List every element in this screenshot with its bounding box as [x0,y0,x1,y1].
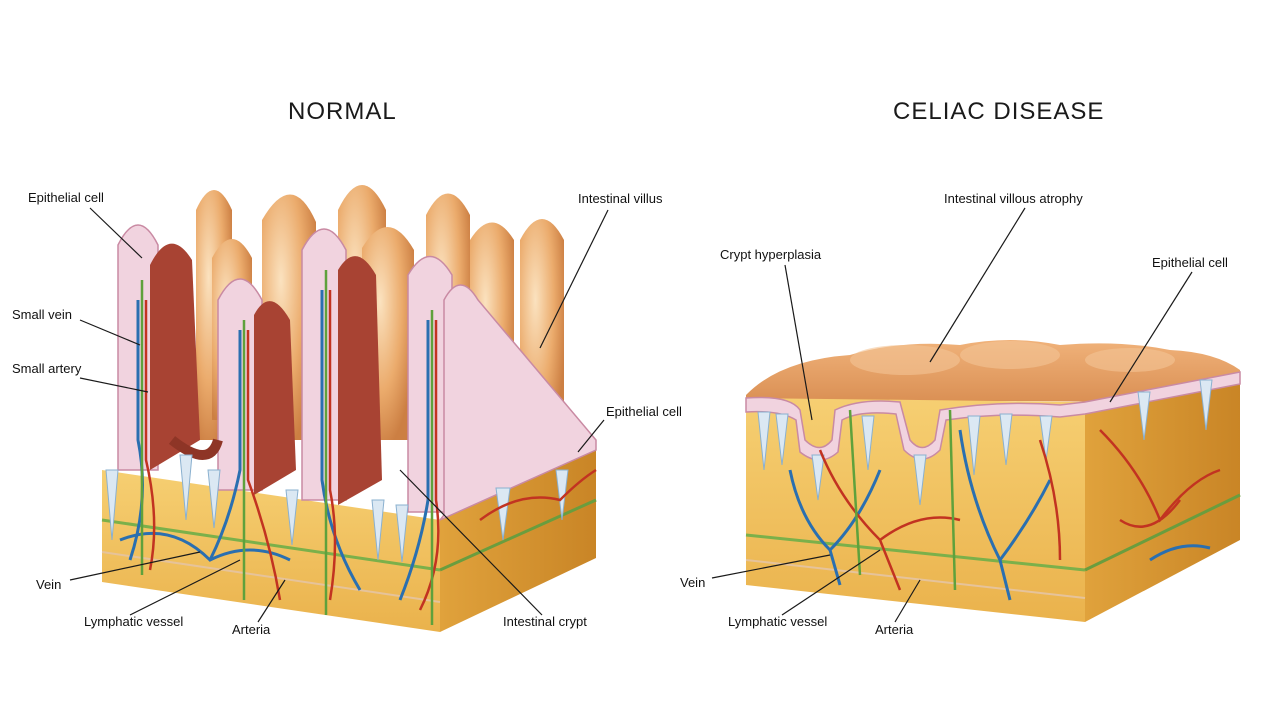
normal-front-villi [117,224,597,521]
label-vein-normal: Vein [36,577,62,592]
label-lymphatic-vessel-celiac: Lymphatic vessel [728,614,828,629]
celiac-block [745,340,1241,622]
label-arteria-normal: Arteria [232,622,271,637]
celiac-epithelium [745,371,1241,461]
celiac-crypts [757,379,1213,506]
celiac-lymphatics [848,409,957,591]
label-arteria-celiac: Arteria [875,622,914,637]
celiac-arteries [818,429,1221,591]
label-epithelial-cell-celiac: Epithelial cell [1152,255,1228,270]
label-intestinal-villous-atrophy: Intestinal villous atrophy [944,191,1083,206]
normal-title: NORMAL [288,98,397,125]
label-small-vein: Small vein [12,307,72,322]
label-intestinal-villus: Intestinal villus [578,191,663,206]
normal-arteries [144,290,597,611]
normal-block [101,185,597,632]
celiac-side-face [1085,372,1240,622]
leader-lines [69,207,1193,623]
normal-crypts [105,454,569,563]
label-intestinal-crypt: Intestinal crypt [503,614,587,629]
label-epithelial-cell-right: Epithelial cell [606,404,682,419]
celiac-veins [788,429,1211,601]
label-vein-celiac: Vein [680,575,706,590]
celiac-title: CELIAC DISEASE [893,98,1105,125]
normal-lymphatics [140,270,434,625]
normal-side-face [440,450,596,632]
label-lymphatic-vessel-normal: Lymphatic vessel [84,614,184,629]
label-epithelial-cell-left: Epithelial cell [28,190,104,205]
label-crypt-hyperplasia: Crypt hyperplasia [720,247,822,262]
label-small-artery: Small artery [12,361,82,376]
